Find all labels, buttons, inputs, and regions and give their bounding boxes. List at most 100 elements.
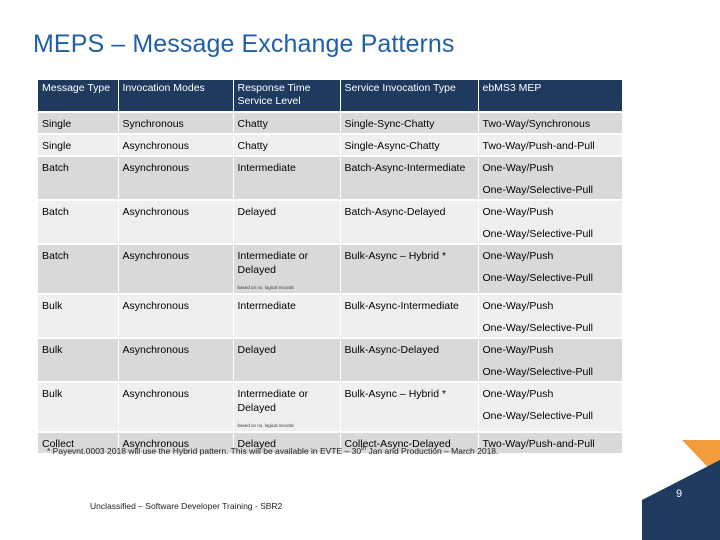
cell-response-level-text: Delayed (237, 344, 277, 356)
cell-invocation-mode: Synchronous (118, 111, 234, 134)
cell-service-invocation: Bulk-Async-Delayed (340, 337, 479, 382)
cell-service-invocation-text: Collect-Async-Delayed (344, 438, 451, 450)
cell-invocation-mode-text: Asynchronous (122, 300, 190, 312)
cell-ebms3-mep: Two-Way/Push-and-Pull (478, 431, 623, 453)
cell-ebms3-mep-secondary: One-Way/Selective-Pull (482, 410, 593, 422)
cell-invocation-mode: Asynchronous (118, 337, 234, 382)
cell-ebms3-mep-secondary: One-Way/Selective-Pull (482, 272, 593, 284)
cell-message-type-text: Bulk (42, 344, 63, 356)
cell-ebms3-mep-text: Two-Way/Push-and-Pull (482, 140, 595, 152)
cell-response-level-text: Intermediate or Delayed (237, 250, 309, 276)
cell-message-type-text: Batch (42, 162, 69, 174)
cell-invocation-mode-text: Asynchronous (122, 206, 190, 218)
page-number: 9 (676, 488, 683, 500)
cell-invocation-mode-text: Asynchronous (122, 438, 190, 450)
cell-response-level: Intermediate (233, 293, 341, 338)
cell-response-level: Chatty (233, 133, 341, 156)
cell-service-invocation: Single-Sync-Chatty (340, 111, 479, 134)
corner-navy-shape (642, 460, 720, 540)
cell-ebms3-mep-secondary: One-Way/Selective-Pull (482, 228, 593, 240)
cell-invocation-mode: Asynchronous (118, 431, 234, 453)
cell-message-type: Bulk (38, 381, 119, 432)
cell-service-invocation-text: Batch-Async-Intermediate (344, 162, 466, 174)
cell-message-type: Single (38, 133, 119, 156)
cell-response-level-text: Intermediate or Delayed (237, 388, 309, 414)
cell-service-invocation: Bulk-Async-Intermediate (340, 293, 479, 338)
cell-ebms3-mep-text: One-Way/Push (482, 250, 554, 262)
cell-invocation-mode: Asynchronous (118, 381, 234, 432)
cell-invocation-mode: Asynchronous (118, 155, 234, 200)
response-note: based on no. logical records (237, 423, 294, 428)
response-note: based on no. logical records (237, 285, 294, 290)
meps-table: Message Type Invocation Modes Response T… (38, 80, 623, 453)
cell-message-type: Single (38, 111, 119, 134)
cell-response-level-text: Chatty (237, 140, 268, 152)
cell-message-type: Batch (38, 155, 119, 200)
column-header: Response Time Service Level (233, 80, 341, 112)
cell-message-type-text: Collect (42, 438, 75, 450)
slide-title: MEPS – Message Exchange Patterns (33, 30, 455, 58)
column-header: Message Type (38, 80, 119, 112)
cell-ebms3-mep-text: Two-Way/Synchronous (482, 118, 591, 130)
column-header: Invocation Modes (118, 80, 234, 112)
cell-response-level: Intermediate (233, 155, 341, 200)
cell-service-invocation: Bulk-Async – Hybrid * (340, 243, 479, 294)
cell-invocation-mode-text: Asynchronous (122, 250, 190, 262)
table-row: Bulk Asynchronous Intermediate Bulk-Async-I… (38, 293, 623, 338)
cell-service-invocation-text: Single-Sync-Chatty (344, 118, 435, 130)
cell-response-level: Delayed (233, 337, 341, 382)
cell-message-type: Batch (38, 199, 119, 244)
cell-response-level: Delayed (233, 431, 341, 453)
cell-service-invocation-text: Bulk-Async – Hybrid * (344, 250, 447, 262)
column-header: ebMS3 MEP (478, 80, 623, 112)
cell-message-type: Batch (38, 243, 119, 294)
cell-message-type-text: Bulk (42, 300, 63, 312)
cell-ebms3-mep-text: Two-Way/Push-and-Pull (482, 438, 595, 450)
cell-message-type-text: Batch (42, 250, 69, 262)
cell-service-invocation: Single-Async-Chatty (340, 133, 479, 156)
cell-ebms3-mep-text: One-Way/Push (482, 162, 554, 174)
column-header: Service Invocation Type (340, 80, 479, 112)
cell-service-invocation: Batch-Async-Delayed (340, 199, 479, 244)
table-row: Bulk Asynchronous Delayed Bulk-Async-Delaye… (38, 337, 623, 382)
cell-invocation-mode-text: Asynchronous (122, 162, 190, 174)
cell-service-invocation-text: Bulk-Async-Intermediate (344, 300, 459, 312)
table-row: Collect Asynchronous Delayed Collect-Async-… (38, 431, 623, 453)
cell-response-level-text: Chatty (237, 118, 268, 130)
cell-response-level: Delayed (233, 199, 341, 244)
cell-invocation-mode: Asynchronous (118, 199, 234, 244)
cell-response-level-text: Delayed (237, 206, 277, 218)
cell-message-type-text: Single (42, 140, 72, 152)
cell-invocation-mode: Asynchronous (118, 133, 234, 156)
footnote-text-end: Jan and Production – March 2018. (366, 446, 499, 456)
cell-message-type-text: Bulk (42, 388, 63, 400)
cell-message-type: Bulk (38, 337, 119, 382)
cell-ebms3-mep-text: One-Way/Push (482, 206, 554, 218)
cell-service-invocation: Collect-Async-Delayed (340, 431, 479, 453)
cell-ebms3-mep-text: One-Way/Push (482, 388, 554, 400)
cell-message-type: Collect (38, 431, 119, 453)
footnote: * Payevnt.0003 2018 will use the Hybrid … (47, 446, 498, 456)
table-header-row: Message Type Invocation Modes Response T… (38, 80, 623, 112)
cell-invocation-mode-text: Asynchronous (122, 344, 190, 356)
footnote-superscript: th (361, 446, 367, 453)
cell-ebms3-mep: Two-Way/Synchronous (478, 111, 623, 134)
classification-label: Unclassified – Software Developer Traini… (90, 501, 283, 511)
cell-service-invocation: Bulk-Async – Hybrid * (340, 381, 479, 432)
cell-response-level-text: Intermediate (237, 300, 296, 312)
cell-service-invocation-text: Bulk-Async – Hybrid * (344, 388, 447, 400)
cell-ebms3-mep-text: One-Way/Push (482, 344, 554, 356)
cell-service-invocation-text: Batch-Async-Delayed (344, 206, 446, 218)
cell-response-level-text: Delayed (237, 438, 277, 450)
cell-ebms3-mep-text: One-Way/Push (482, 300, 554, 312)
cell-invocation-mode-text: Asynchronous (122, 388, 190, 400)
cell-ebms3-mep-secondary: One-Way/Selective-Pull (482, 322, 593, 334)
